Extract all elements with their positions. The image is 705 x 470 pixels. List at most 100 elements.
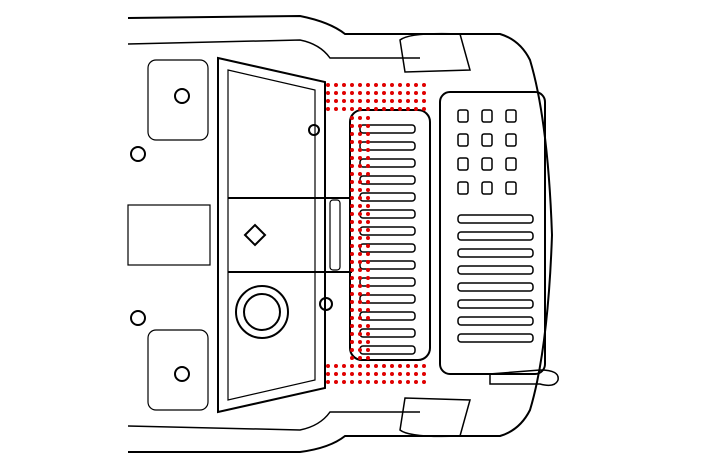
highlight-dot <box>350 332 354 336</box>
floor-rib <box>457 214 534 224</box>
mounting-hole <box>457 109 469 123</box>
highlight-dot <box>366 260 370 264</box>
highlight-dot <box>342 99 346 103</box>
highlight-dot <box>350 324 354 328</box>
highlight-dot <box>350 107 354 111</box>
highlight-dot <box>382 107 386 111</box>
highlight-dot <box>350 348 354 352</box>
highlight-dot <box>366 204 370 208</box>
highlight-dot <box>358 156 362 160</box>
highlight-dot <box>366 236 370 240</box>
highlight-dot <box>334 380 338 384</box>
highlight-dot <box>366 148 370 152</box>
highlight-dot <box>350 356 354 360</box>
highlight-dot <box>366 99 370 103</box>
mounting-hole <box>481 133 493 147</box>
mounting-hole <box>481 181 493 195</box>
highlight-dot <box>342 364 346 368</box>
highlight-dot <box>366 116 370 120</box>
highlight-dot <box>358 107 362 111</box>
highlight-dot <box>350 236 354 240</box>
highlight-dot <box>350 300 354 304</box>
highlight-dot <box>374 372 378 376</box>
highlight-dot <box>382 364 386 368</box>
highlight-dot <box>406 91 410 95</box>
highlight-dot <box>334 372 338 376</box>
highlight-dot <box>390 372 394 376</box>
highlight-dot <box>422 107 426 111</box>
highlight-dot <box>358 83 362 87</box>
highlight-dot <box>350 91 354 95</box>
highlight-dot <box>366 124 370 128</box>
highlight-dot <box>398 91 402 95</box>
highlight-dot <box>366 188 370 192</box>
highlight-dot <box>350 196 354 200</box>
highlight-dot <box>358 276 362 280</box>
mounting-hole <box>505 109 517 123</box>
highlight-dot <box>358 356 362 360</box>
highlight-dot <box>366 300 370 304</box>
highlight-dot <box>350 83 354 87</box>
highlight-dot <box>366 292 370 296</box>
highlight-dot <box>414 91 418 95</box>
floor-rib <box>359 277 416 287</box>
highlight-dot <box>366 180 370 184</box>
highlight-dot <box>358 316 362 320</box>
highlight-dot <box>342 380 346 384</box>
highlight-dot <box>342 372 346 376</box>
highlight-dot <box>350 132 354 136</box>
mounting-holes <box>457 109 517 195</box>
highlight-dot <box>366 364 370 368</box>
highlight-dot <box>358 380 362 384</box>
highlight-dot <box>358 116 362 120</box>
highlight-dot <box>422 91 426 95</box>
mounting-hole <box>457 133 469 147</box>
highlight-dot <box>350 380 354 384</box>
highlight-dot <box>366 83 370 87</box>
highlight-dot <box>366 220 370 224</box>
highlight-dot <box>326 364 330 368</box>
highlight-dot <box>358 364 362 368</box>
floor-rib <box>457 282 534 292</box>
highlight-dot <box>414 83 418 87</box>
floor-rib <box>359 141 416 151</box>
highlight-dot <box>350 372 354 376</box>
floor-ribs <box>359 124 534 355</box>
highlight-dot <box>406 107 410 111</box>
highlight-dot <box>358 91 362 95</box>
highlight-dot <box>334 99 338 103</box>
highlight-dot <box>350 292 354 296</box>
highlight-dot <box>406 83 410 87</box>
underbody-outline <box>127 14 559 453</box>
highlight-dot <box>398 380 402 384</box>
highlight-dot <box>350 116 354 120</box>
highlight-dot <box>382 99 386 103</box>
mounting-hole <box>481 109 493 123</box>
floor-rib <box>457 333 534 343</box>
highlight-dot <box>366 107 370 111</box>
highlight-dot <box>350 316 354 320</box>
highlight-dot <box>390 380 394 384</box>
highlight-dot <box>350 148 354 152</box>
highlight-dot <box>406 364 410 368</box>
highlight-dot <box>358 140 362 144</box>
highlight-dot <box>350 204 354 208</box>
highlight-dot <box>350 340 354 344</box>
mounting-hole <box>505 133 517 147</box>
highlight-dot <box>358 220 362 224</box>
highlight-dot <box>350 276 354 280</box>
highlight-dot <box>350 364 354 368</box>
highlight-dot <box>366 276 370 280</box>
highlight-dot <box>358 244 362 248</box>
highlight-dot <box>366 164 370 168</box>
highlight-dot <box>382 380 386 384</box>
highlight-dot <box>366 308 370 312</box>
highlight-dot <box>358 124 362 128</box>
highlight-dot <box>358 148 362 152</box>
highlight-dot <box>358 308 362 312</box>
highlight-dot <box>366 348 370 352</box>
highlight-dot <box>350 140 354 144</box>
highlight-dot <box>390 83 394 87</box>
highlight-dot <box>366 196 370 200</box>
highlight-dot <box>350 188 354 192</box>
